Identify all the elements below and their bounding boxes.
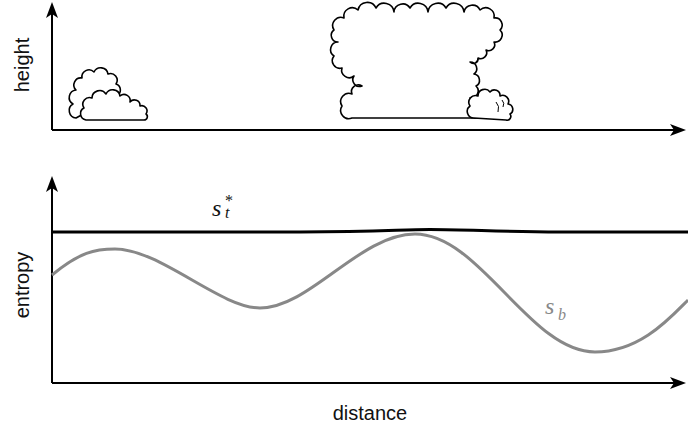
cloud-detail xyxy=(496,100,504,112)
arrow-head xyxy=(670,124,686,136)
height-axis xyxy=(51,12,53,130)
math-subscript: b xyxy=(558,306,566,324)
axis-label: height xyxy=(11,38,33,93)
arrow-head xyxy=(670,377,686,389)
math-symbol: s xyxy=(212,195,221,221)
cloud xyxy=(467,89,512,120)
clouds xyxy=(69,2,513,120)
cloud xyxy=(81,90,148,120)
math-symbol: s xyxy=(545,293,554,319)
boundary-entropy-curve xyxy=(52,234,688,352)
entropy-axis xyxy=(51,186,53,383)
axis-label: entropy xyxy=(11,252,33,319)
distance-axis xyxy=(52,129,676,131)
saturation-entropy-line xyxy=(52,230,688,233)
arrow-head xyxy=(46,176,58,192)
math-superscript: * xyxy=(225,192,233,210)
axis-label: distance xyxy=(333,402,408,424)
distance-axis xyxy=(52,382,676,384)
arrow-head xyxy=(46,2,58,18)
